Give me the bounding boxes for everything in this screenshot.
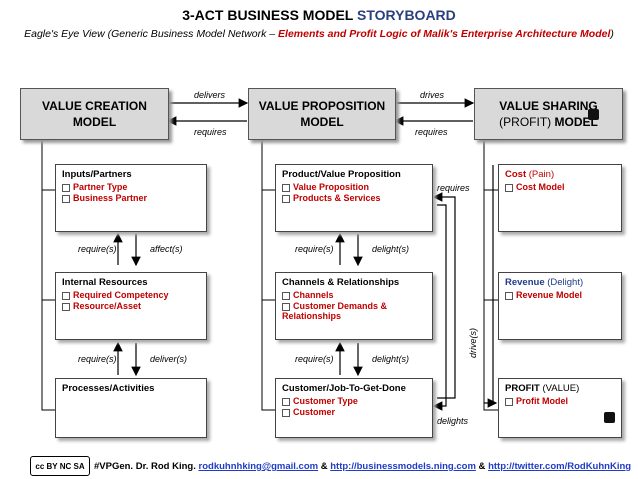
customer-job-box: Customer/Job-To-Get-Done Customer Type C… xyxy=(275,378,433,438)
label-prop-delights1: delight(s) xyxy=(372,244,410,254)
customer-job-title: Customer/Job-To-Get-Done xyxy=(282,383,406,394)
checkbox-icon xyxy=(62,194,70,203)
page-subtitle: Eagle's Eye View (Generic Business Model… xyxy=(0,28,638,40)
label-requires-left: requires xyxy=(194,127,227,137)
value-sharing-marker xyxy=(588,109,599,120)
value-sharing-line1: VALUE SHARING xyxy=(499,98,598,113)
revenue-paren: (Delight) xyxy=(544,277,584,288)
subtitle-suffix: ) xyxy=(610,28,614,40)
checkbox-icon xyxy=(505,291,513,300)
value-sharing-model: VALUE SHARING (PROFIT) MODEL xyxy=(474,88,623,140)
cost-box: Cost (Pain) Cost Model xyxy=(498,164,622,232)
label-creation-delivers: deliver(s) xyxy=(150,354,188,364)
footer-prefix: #VPGen. Dr. Rod King. xyxy=(94,461,199,472)
profit-paren: (VALUE) xyxy=(539,383,580,394)
checkbox-item: Channels xyxy=(282,290,426,300)
checkbox-icon xyxy=(282,194,290,203)
value-proposition-model: VALUE PROPOSITION MODEL xyxy=(248,88,396,140)
value-sharing-line2a: (PROFIT) xyxy=(499,115,555,129)
processes-activities-box: Processes/Activities xyxy=(55,378,207,438)
checkbox-icon xyxy=(505,397,513,406)
checkbox-icon xyxy=(62,291,70,300)
label-prop-delights2: delight(s) xyxy=(372,354,410,364)
checkbox-icon xyxy=(282,408,290,417)
checkbox-item: Products & Services xyxy=(282,193,426,203)
footer-twitter-link[interactable]: http://twitter.com/RodKuhnKing xyxy=(488,461,632,472)
checkbox-item: Required Competency xyxy=(62,290,200,300)
label-drives-vertical: drive(s) xyxy=(468,327,478,358)
label-prop-require2: require(s) xyxy=(295,354,334,364)
title-accent: STORYBOARD xyxy=(356,7,456,23)
processes-activities-title: Processes/Activities xyxy=(62,383,155,394)
label-requires-loop: requires xyxy=(437,183,470,193)
label-drives: drives xyxy=(420,90,445,100)
subtitle-emphasis: Elements and Profit Logic of Malik's Ent… xyxy=(278,28,611,40)
footer-email-link[interactable]: rodkuhnhking@gmail.com xyxy=(198,461,319,472)
checkbox-icon xyxy=(282,183,290,192)
value-sharing-line2b: MODEL xyxy=(554,115,598,129)
checkbox-item: Customer Type xyxy=(282,396,426,406)
subtitle-prefix: Eagle's Eye View (Generic Business Model… xyxy=(24,28,279,40)
checkbox-item: Value Proposition xyxy=(282,182,426,192)
footer-credits: #VPGen. Dr. Rod King. rodkuhnhking@gmail… xyxy=(94,461,632,472)
cost-title: Cost xyxy=(505,169,527,180)
checkbox-icon xyxy=(282,397,290,406)
cost-paren: (Pain) xyxy=(526,169,555,180)
channels-relationships-title: Channels & Relationships xyxy=(282,277,400,288)
checkbox-item: Revenue Model xyxy=(505,290,615,300)
page-title: 3-ACT BUSINESS MODEL STORYBOARD xyxy=(0,7,638,23)
label-delivers: delivers xyxy=(194,90,226,100)
arrow-delights-loop xyxy=(432,204,447,411)
value-creation-model: VALUE CREATION MODEL xyxy=(20,88,169,140)
value-proposition-line1: VALUE PROPOSITION xyxy=(258,98,386,113)
internal-resources-box: Internal Resources Required Competency R… xyxy=(55,272,207,340)
channels-relationships-box: Channels & Relationships Channels Custom… xyxy=(275,272,433,340)
checkbox-item: Cost Model xyxy=(505,182,615,192)
checkbox-item: Partner Type xyxy=(62,182,200,192)
footer-site-link[interactable]: http://businessmodels.ning.com xyxy=(330,461,476,472)
arrow-requires-loop xyxy=(432,192,456,399)
inputs-partners-box: Inputs/Partners Partner Type Business Pa… xyxy=(55,164,207,232)
revenue-box: Revenue (Delight) Revenue Model xyxy=(498,272,622,340)
label-creation-affects: affect(s) xyxy=(150,244,183,254)
profit-marker xyxy=(604,412,615,423)
checkbox-item: Profit Model xyxy=(505,396,615,406)
checkbox-item: Resource/Asset xyxy=(62,301,200,311)
inputs-partners-title: Inputs/Partners xyxy=(62,169,132,180)
checkbox-icon xyxy=(282,291,290,300)
checkbox-icon xyxy=(505,183,513,192)
value-creation-line1: VALUE CREATION xyxy=(42,98,147,113)
profit-box: PROFIT (VALUE) Profit Model xyxy=(498,378,622,438)
profit-title: PROFIT xyxy=(505,383,540,394)
title-main: 3-ACT BUSINESS MODEL xyxy=(182,7,357,23)
revenue-title: Revenue xyxy=(505,277,545,288)
checkbox-item: Customer xyxy=(282,407,426,417)
internal-resources-title: Internal Resources xyxy=(62,277,148,288)
value-creation-line2: MODEL xyxy=(72,115,117,129)
checkbox-item: Customer Demands & Relationships xyxy=(282,301,388,321)
checkbox-icon xyxy=(62,183,70,192)
product-value-title: Product/Value Proposition xyxy=(282,169,401,180)
checkbox-icon xyxy=(282,302,290,311)
label-requires-right: requires xyxy=(415,127,448,137)
cc-license-badge: cc BY NC SA xyxy=(30,456,90,476)
value-proposition-line2: MODEL xyxy=(300,115,344,129)
label-prop-require1: require(s) xyxy=(295,244,334,254)
label-creation-require1: require(s) xyxy=(78,244,117,254)
checkbox-icon xyxy=(62,302,70,311)
label-delights-loop: delights xyxy=(437,416,469,426)
product-value-box: Product/Value Proposition Value Proposit… xyxy=(275,164,433,232)
checkbox-item: Business Partner xyxy=(62,193,200,203)
label-creation-require2: require(s) xyxy=(78,354,117,364)
